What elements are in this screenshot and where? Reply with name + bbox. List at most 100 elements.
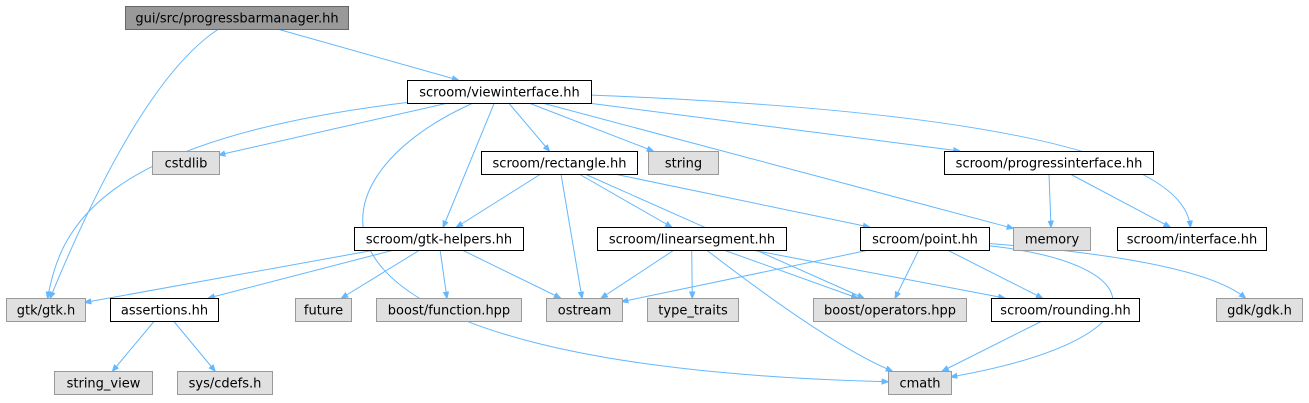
- edge-progressinterface-to-memory: [1049, 173, 1051, 227]
- edge-viewinterface-to-cmath: [362, 102, 888, 382]
- node-box: [407, 80, 592, 104]
- node-box: [295, 298, 352, 322]
- node-rectangle[interactable]: scroom/rectangle.hh: [481, 151, 638, 175]
- edge-viewinterface-to-gtkhelpers: [443, 102, 495, 227]
- edge-linearsegment-to-rounding: [751, 249, 1005, 298]
- nodes-layer: gui/src/progressbarmanager.hh scroom/view…: [6, 6, 1303, 395]
- node-interface[interactable]: scroom/interface.hh: [1117, 227, 1267, 251]
- node-label: scroom/viewinterface.hh: [419, 86, 579, 101]
- node-label: boost/operators.hpp: [824, 304, 956, 319]
- node-label: scroom/progressinterface.hh: [956, 157, 1143, 172]
- node-cmath: cmath: [888, 371, 952, 395]
- node-boostoperators: boost/operators.hpp: [813, 298, 967, 322]
- node-cdefs: sys/cdefs.h: [177, 371, 273, 395]
- edge-linearsegment-to-typetraits: [692, 249, 693, 298]
- node-label: cmath: [899, 377, 940, 392]
- edge-viewinterface-to-cstdlib: [219, 102, 449, 155]
- edge-linearsegment-to-cmath: [706, 249, 893, 371]
- node-box: [376, 298, 522, 322]
- node-label: gui/src/progressbarmanager.hh: [135, 12, 338, 27]
- node-box: [991, 298, 1140, 322]
- node-box: [1216, 298, 1303, 322]
- edges-layer: [48, 28, 1246, 382]
- node-box: [177, 371, 273, 395]
- edge-viewinterface-to-string: [528, 102, 653, 151]
- node-label: scroom/interface.hh: [1127, 233, 1258, 248]
- edge-progressinterface-to-interface: [1069, 173, 1170, 227]
- node-box: [546, 298, 623, 322]
- node-box: [1013, 227, 1091, 251]
- node-label: ostream: [558, 304, 612, 319]
- edge-viewinterface-to-gtk: [48, 102, 408, 299]
- node-box: [110, 298, 219, 322]
- node-box: [813, 298, 967, 322]
- node-boostfunction: boost/function.hpp: [376, 298, 522, 322]
- edge-gtkhelpers-to-gtk: [85, 249, 375, 302]
- node-gtkhelpers[interactable]: scroom/gtk-helpers.hh: [354, 227, 524, 251]
- node-typetraits: type_traits: [647, 298, 739, 322]
- node-gtk: gtk/gtk.h: [6, 298, 86, 322]
- edge-linearsegment-to-boostoperators: [723, 249, 858, 298]
- edge-viewinterface-to-progressinterface: [587, 102, 960, 151]
- node-box: [6, 298, 86, 322]
- node-future: future: [295, 298, 352, 322]
- edge-viewinterface-to-interface: [590, 94, 1190, 227]
- edge-point-to-rounding: [947, 249, 1042, 298]
- edge-assertions-to-stringview: [113, 320, 155, 371]
- node-box: [1117, 227, 1267, 251]
- node-box: [481, 151, 638, 175]
- edge-rectangle-to-point: [614, 173, 869, 227]
- node-box: [354, 227, 524, 251]
- node-point[interactable]: scroom/point.hh: [860, 227, 990, 251]
- node-label: gdk/gdk.h: [1227, 304, 1292, 319]
- node-gdk: gdk/gdk.h: [1216, 298, 1303, 322]
- edge-rounding-to-cmath: [942, 320, 1043, 371]
- edge-point-to-ostream: [622, 249, 870, 302]
- node-label: scroom/gtk-helpers.hh: [366, 233, 512, 248]
- node-label: scroom/rounding.hh: [1000, 304, 1130, 319]
- node-label: boost/function.hpp: [388, 304, 510, 319]
- edge-assertions-to-cdefs: [173, 320, 216, 371]
- edge-linearsegment-to-ostream: [601, 249, 675, 298]
- edge-gtkhelpers-to-ostream: [461, 249, 560, 298]
- node-ostream: ostream: [546, 298, 623, 322]
- edge-viewinterface-to-memory: [542, 102, 1013, 228]
- node-label: sys/cdefs.h: [189, 377, 262, 392]
- node-rounding[interactable]: scroom/rounding.hh: [991, 298, 1140, 322]
- node-box: [888, 371, 952, 395]
- node-label: cstdlib: [165, 157, 208, 172]
- node-label: assertions.hh: [121, 304, 208, 319]
- node-progressbarmanager: gui/src/progressbarmanager.hh: [125, 6, 349, 30]
- edge-rectangle-to-gtkhelpers: [457, 173, 542, 227]
- node-box: [648, 151, 719, 175]
- edge-gtkhelpers-to-boostfunction: [439, 249, 447, 298]
- node-box: [597, 227, 787, 251]
- node-box: [647, 298, 739, 322]
- edge-gtkhelpers-to-future: [342, 249, 421, 298]
- node-progressinterface[interactable]: scroom/progressinterface.hh: [944, 151, 1154, 175]
- node-label: gtk/gtk.h: [17, 304, 76, 319]
- node-label: memory: [1025, 233, 1080, 248]
- node-box: [944, 151, 1154, 175]
- edge-progressbarmanager-to-gtk: [50, 28, 219, 298]
- node-linearsegment[interactable]: scroom/linearsegment.hh: [597, 227, 787, 251]
- edge-rectangle-to-ostream: [560, 173, 582, 298]
- node-box: [152, 151, 220, 175]
- node-viewinterface[interactable]: scroom/viewinterface.hh: [407, 80, 592, 104]
- node-box: [860, 227, 990, 251]
- edge-gtkhelpers-to-assertions: [209, 249, 395, 298]
- node-label: scroom/point.hh: [872, 233, 978, 248]
- node-box: [125, 6, 349, 30]
- edge-rectangle-to-linearsegment: [578, 173, 672, 227]
- edge-viewinterface-to-rectangle: [508, 102, 550, 151]
- edge-progressbarmanager-to-viewinterface: [277, 28, 458, 80]
- node-assertions[interactable]: assertions.hh: [110, 298, 219, 322]
- node-label: scroom/rectangle.hh: [493, 157, 627, 172]
- node-stringview: string_view: [54, 371, 153, 395]
- node-label: string: [665, 157, 702, 172]
- node-memory: memory: [1013, 227, 1091, 251]
- node-label: string_view: [67, 377, 141, 392]
- node-label: type_traits: [658, 304, 728, 319]
- edge-point-to-boostoperators: [895, 249, 920, 298]
